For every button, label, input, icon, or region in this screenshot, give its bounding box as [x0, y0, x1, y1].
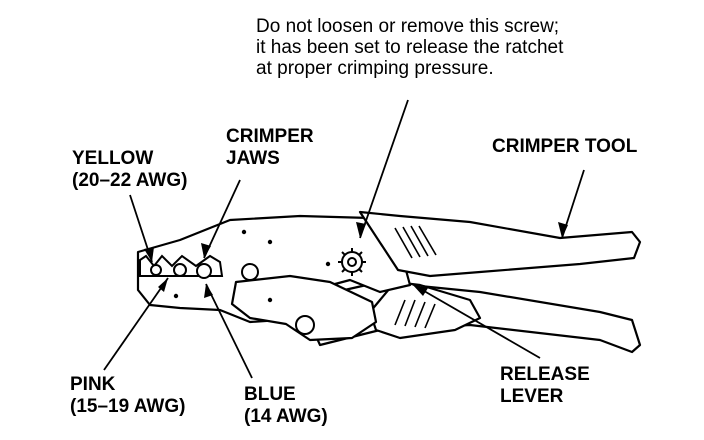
lower-jaw-lever — [230, 274, 378, 342]
rivet — [325, 261, 331, 267]
pink-leader — [103, 277, 169, 371]
upper-handle — [358, 210, 642, 278]
release-lever-line-2: LEVER — [500, 386, 564, 407]
pink-label: PINK (15–19 AWG) — [70, 374, 185, 418]
adjustment-screw-hub — [347, 257, 357, 267]
arrowheads — [144, 222, 568, 298]
note-line-2: it has been set to release the ratchet — [256, 37, 564, 58]
jaws-leader — [203, 179, 241, 259]
blue-leader — [205, 283, 253, 379]
yellow-line-2: (20–22 AWG) — [72, 170, 188, 191]
jaw-cavity-pink — [173, 263, 187, 277]
jaw-cavity-yellow — [150, 264, 162, 276]
crimper-tool-label: CRIMPER TOOL — [492, 136, 638, 157]
blue-label: BLUE (14 AWG) — [244, 384, 328, 428]
note-leader — [359, 99, 409, 239]
lower-grip-lines — [394, 299, 436, 329]
screw-teeth — [338, 248, 366, 276]
release-lever-line-1: RELEASE — [500, 364, 590, 385]
release-lever-label: RELEASE LEVER — [500, 364, 590, 408]
rivet — [267, 239, 273, 245]
note-line-1: Do not loosen or remove this screw; — [256, 16, 560, 37]
crimper-jaws-line-1: CRIMPER — [226, 126, 314, 147]
screw-warning-note: Do not loosen or remove this screw; it h… — [256, 16, 563, 79]
upper-grip-lines — [394, 225, 437, 259]
blue-line-1: BLUE — [244, 384, 296, 405]
crimper-jaws-line-2: JAWS — [226, 148, 280, 169]
yellow-label: YELLOW (20–22 AWG) — [72, 148, 187, 192]
rivet — [173, 293, 179, 299]
lever-pivot — [295, 315, 315, 335]
crimper-jaws-label: CRIMPER JAWS — [226, 126, 314, 170]
rivet — [267, 297, 273, 303]
yellow-line-1: YELLOW — [72, 148, 154, 169]
pink-line-2: (15–19 AWG) — [70, 396, 186, 417]
rivet — [241, 229, 247, 235]
note-line-3: at proper crimping pressure. — [256, 58, 494, 79]
pivot-bolt — [241, 263, 259, 281]
pink-line-1: PINK — [70, 374, 116, 395]
blue-line-2: (14 AWG) — [244, 406, 328, 427]
jaw-cavity-blue — [196, 263, 212, 279]
release-leader — [411, 283, 541, 359]
